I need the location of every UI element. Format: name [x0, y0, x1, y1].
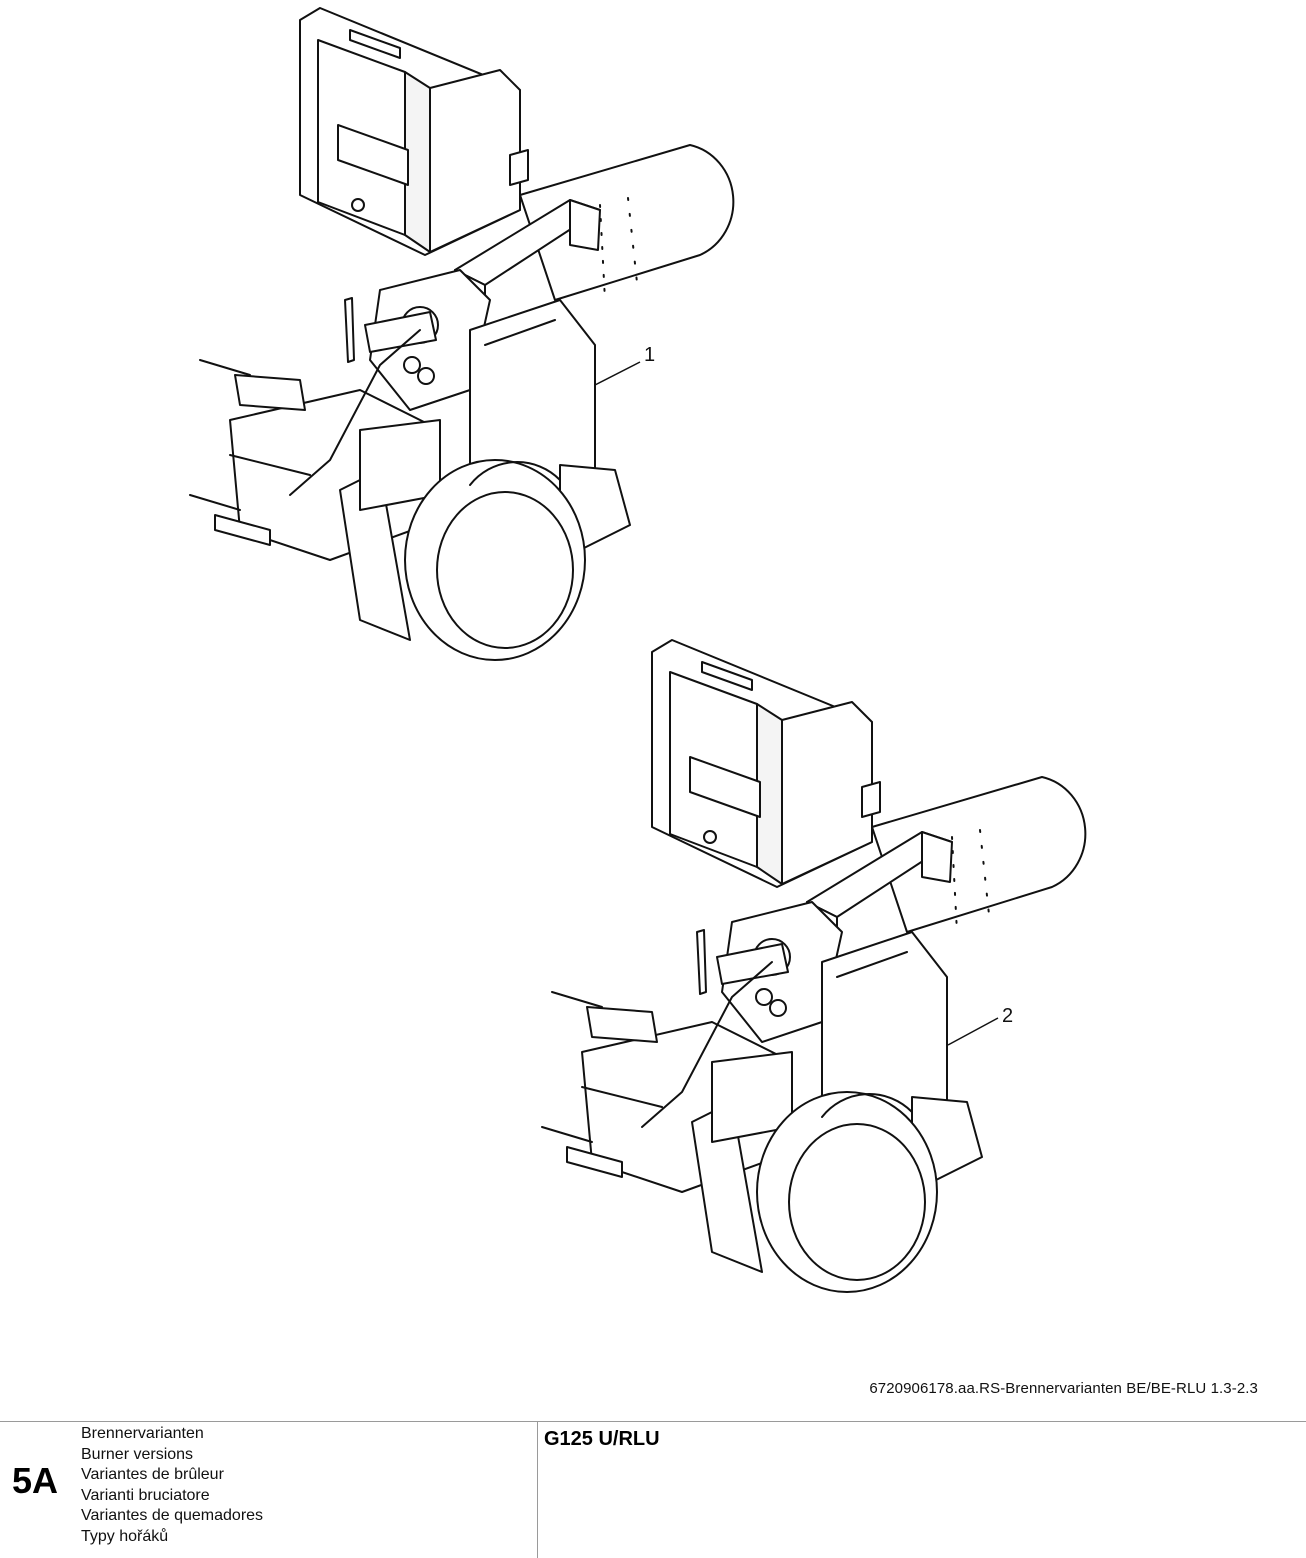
- section-divider: [537, 1422, 538, 1558]
- drawing-reference: 6720906178.aa.RS-Brennervarianten BE/BE-…: [869, 1380, 1258, 1397]
- leader-line-1: [594, 361, 641, 386]
- title-en: Burner versions: [81, 1445, 194, 1463]
- burner-version-1: [189, 7, 735, 661]
- title-fr: Variantes de brûleur: [81, 1466, 224, 1483]
- callout-number-2: 2: [1002, 1005, 1014, 1027]
- title-it: Varianti bruciatore: [81, 1486, 210, 1504]
- title-cs: Typy hořáků: [81, 1527, 169, 1545]
- title-list: Brennervarianten Burner versions Variant…: [81, 1424, 263, 1547]
- title-de: Brennervarianten: [81, 1425, 204, 1442]
- title-es: Variantes de quemadores: [81, 1507, 264, 1524]
- model-name: G125 U/RLU: [544, 1428, 660, 1450]
- title-block: 5A Brennervarianten Burner versions Vari…: [0, 1421, 1306, 1558]
- leader-line-2: [947, 1017, 999, 1046]
- burner-version-2: [541, 639, 1087, 1293]
- burner-variants-drawing: [189, 7, 1087, 1293]
- callout-number-1: 1: [644, 344, 656, 366]
- section-number: 5A: [12, 1460, 59, 1501]
